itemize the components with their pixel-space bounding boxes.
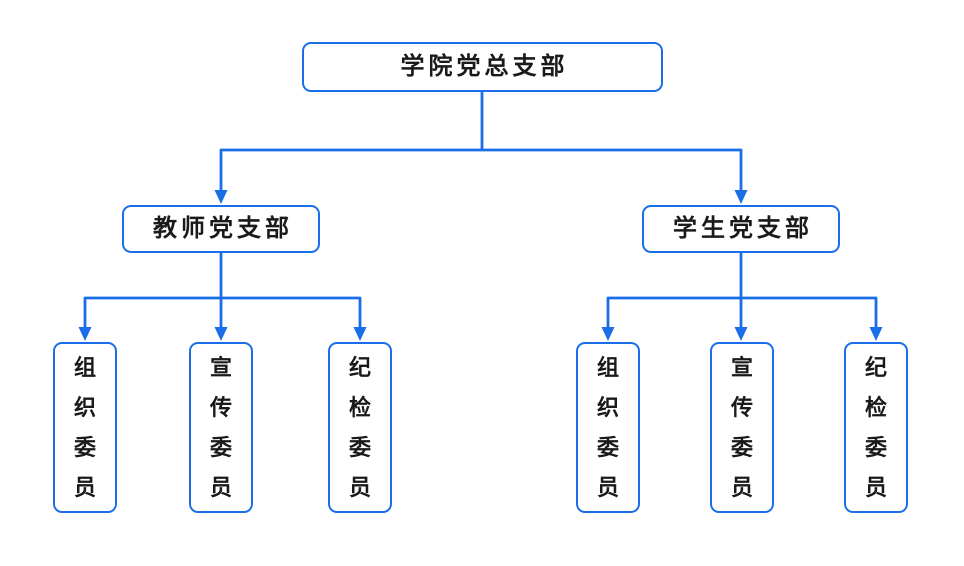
arrowhead-leaf-0-2 [353,327,367,341]
arrowhead-leaf-1-1 [734,327,748,341]
org-node-root: 学院党总支部 [302,42,663,92]
org-node-branch-student: 学生党支部 [642,205,840,253]
org-node-leaf-propaganda-left: 宣传委员 [189,342,253,513]
org-node-leaf-label: 宣传委员 [209,354,232,500]
org-node-leaf-propaganda-right: 宣传委员 [710,342,774,513]
arrowhead-leaf-0-0 [78,327,92,341]
org-node-leaf-label: 纪检委员 [864,354,887,500]
org-node-leaf-organization-left: 组织委员 [53,342,117,513]
org-node-leaf-label: 宣传委员 [730,354,753,500]
arrowhead-leaf-1-0 [601,327,615,341]
org-node-leaf-label: 组织委员 [73,354,96,500]
arrowhead-branch-0 [214,190,228,204]
org-node-leaf-label: 组织委员 [596,354,619,500]
org-node-leaf-organization-right: 组织委员 [576,342,640,513]
org-node-leaf-label: 纪检委员 [348,354,371,500]
org-node-branch-student-label: 学生党支部 [673,216,813,242]
arrowhead-branch-1 [734,190,748,204]
org-node-leaf-discipline-right: 纪检委员 [844,342,908,513]
org-node-root-label: 学院党总支部 [400,54,569,80]
org-node-leaf-discipline-left: 纪检委员 [328,342,392,513]
org-node-branch-teacher: 教师党支部 [122,205,320,253]
connector-branch-0-rail [83,296,362,329]
connector-level1-rail [219,148,743,192]
org-node-branch-teacher-label: 教师党支部 [153,216,293,242]
arrowhead-leaf-1-2 [869,327,883,341]
arrowhead-leaf-0-1 [214,327,228,341]
